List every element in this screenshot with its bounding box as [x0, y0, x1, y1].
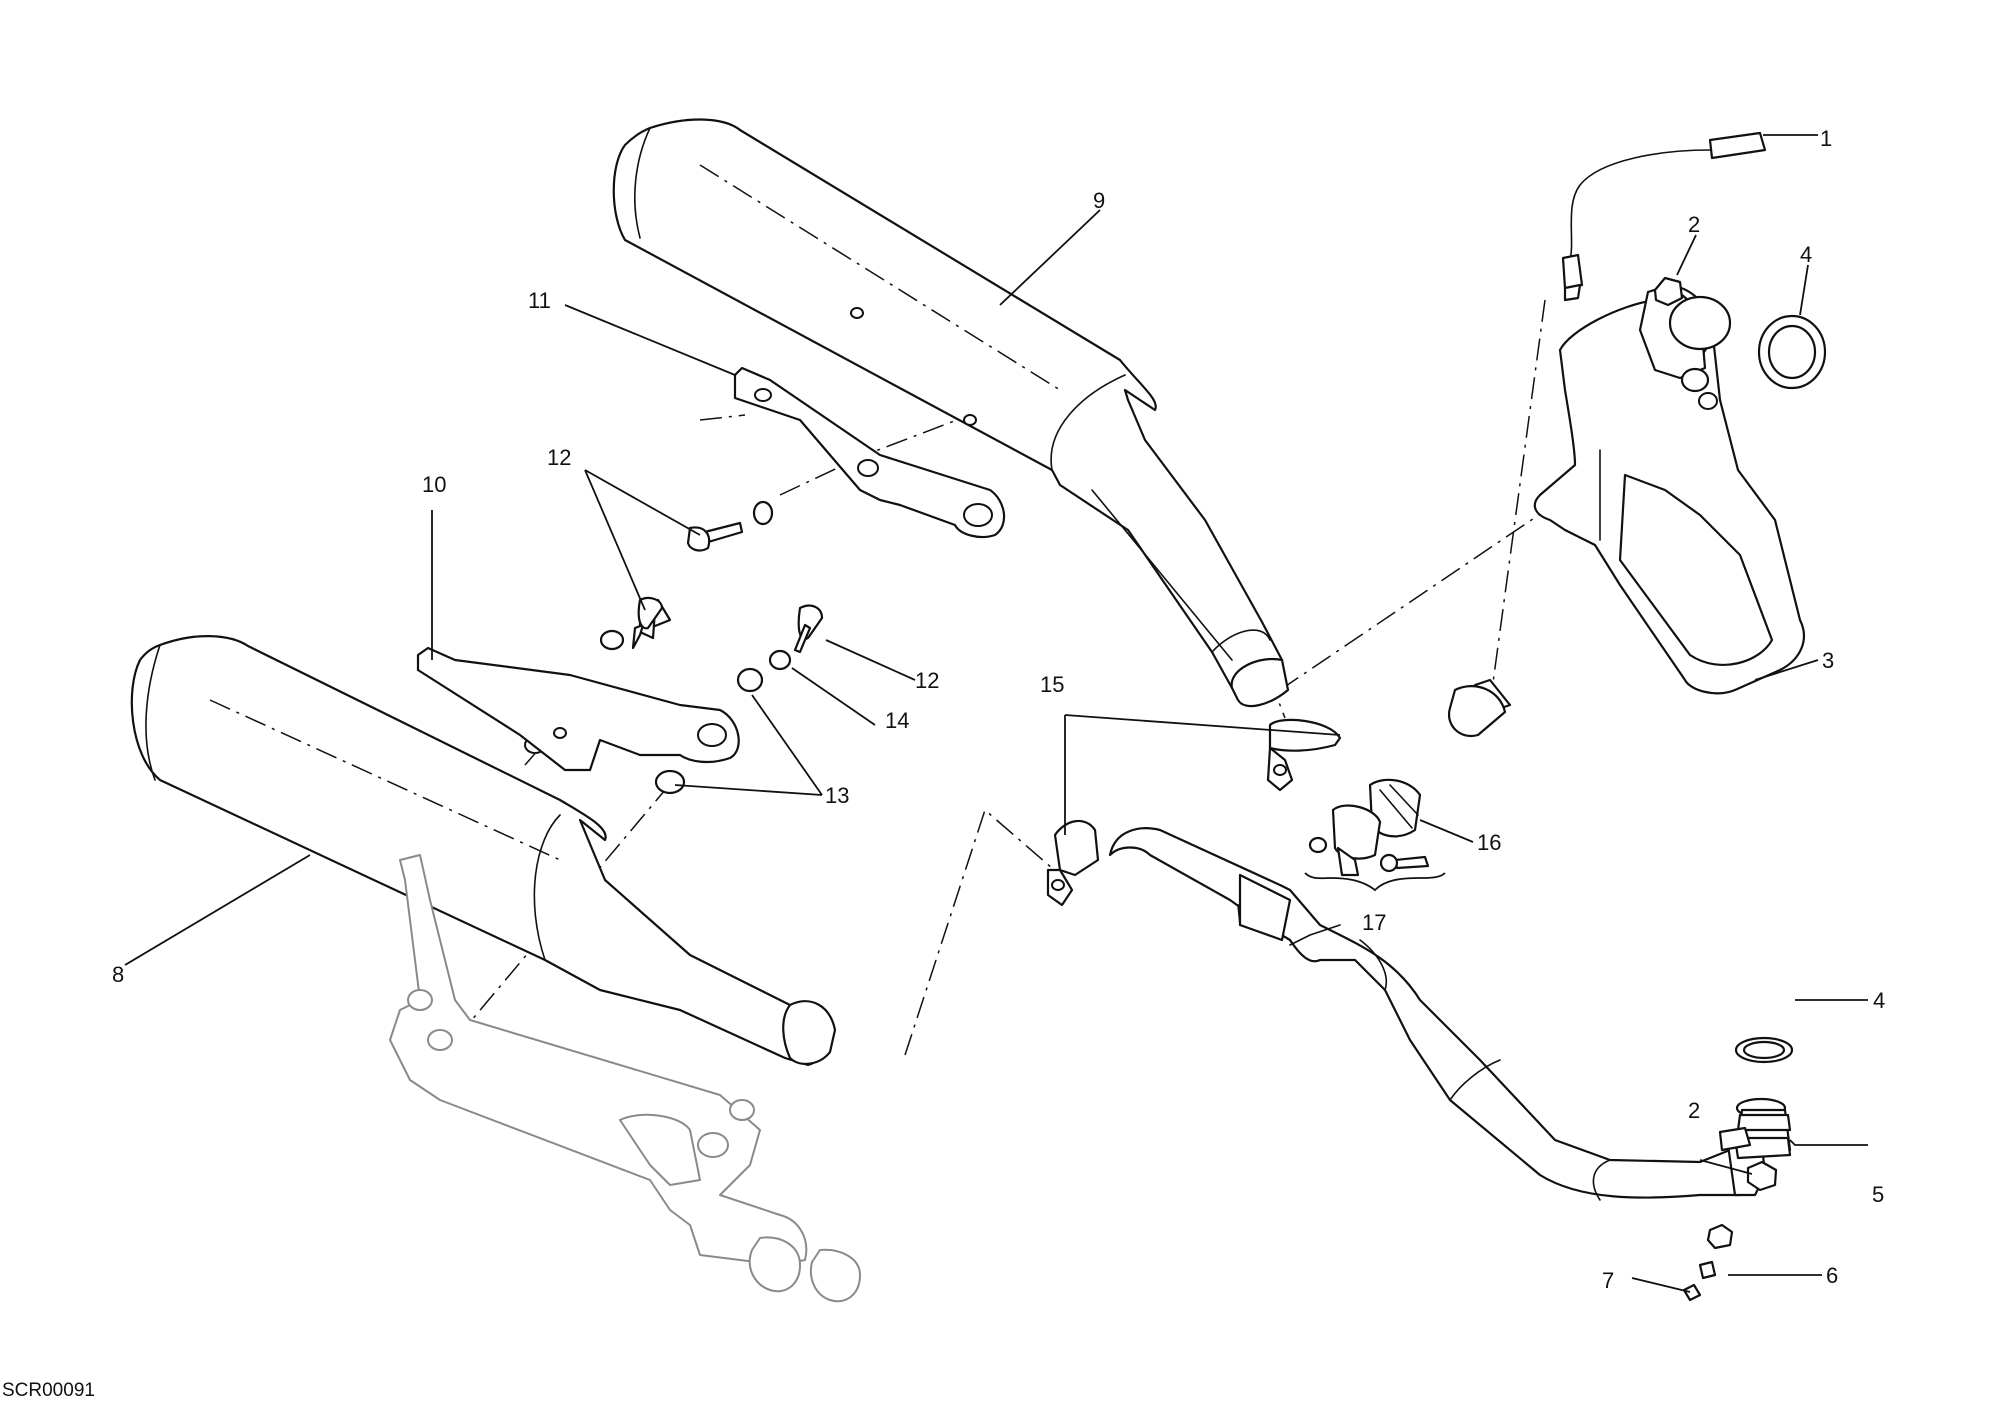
clamp-upper: [1266, 718, 1342, 792]
callout-numbers: 1 2 2 3 4 4 5 6 7 8 9 10 11 12 12 13 14 …: [112, 126, 1885, 1293]
callout-7: 7: [1602, 1268, 1614, 1293]
callout-2-lower: 2: [1688, 1098, 1700, 1123]
callout-10: 10: [422, 472, 446, 497]
callout-16: 16: [1477, 830, 1501, 855]
callout-1: 1: [1820, 126, 1832, 151]
clamp-kit: [1308, 804, 1430, 877]
callout-8: 8: [112, 962, 124, 987]
lambda-sensor: [1561, 131, 1767, 302]
callout-5: 5: [1872, 1182, 1884, 1207]
leader-lines: [124, 134, 1868, 1293]
callout-3: 3: [1822, 648, 1834, 673]
gasket-lower: [1734, 1036, 1794, 1064]
footpeg-bracket-ghost: [389, 854, 861, 1303]
callout-14: 14: [885, 708, 909, 733]
bolts-and-washers: [599, 500, 824, 795]
silencer-upper: [612, 118, 1290, 708]
bracket-upper: [733, 366, 1006, 539]
clamp-lower: [1046, 819, 1100, 907]
callout-12-upper: 12: [547, 445, 571, 470]
callout-4-upper: 4: [1800, 242, 1812, 267]
callout-4-lower: 4: [1873, 988, 1885, 1013]
nut-upper: [1653, 276, 1684, 307]
callout-12-lower: 12: [915, 668, 939, 693]
fasteners-lower: [1682, 1160, 1778, 1302]
callout-11: 11: [528, 288, 551, 313]
callout-9: 9: [1093, 188, 1105, 213]
header-pipe-front: [1108, 827, 1792, 1201]
bracket-lower: [416, 646, 740, 772]
callout-6: 6: [1826, 1263, 1838, 1288]
callout-13: 13: [825, 783, 849, 808]
header-pipe-rear: [1447, 283, 1805, 738]
callout-17: 17: [1362, 910, 1386, 935]
callout-15: 15: [1040, 672, 1064, 697]
drawing-code: SCR00091: [2, 1380, 95, 1401]
gasket-upper: [1757, 314, 1827, 390]
callout-2-upper: 2: [1688, 212, 1700, 237]
